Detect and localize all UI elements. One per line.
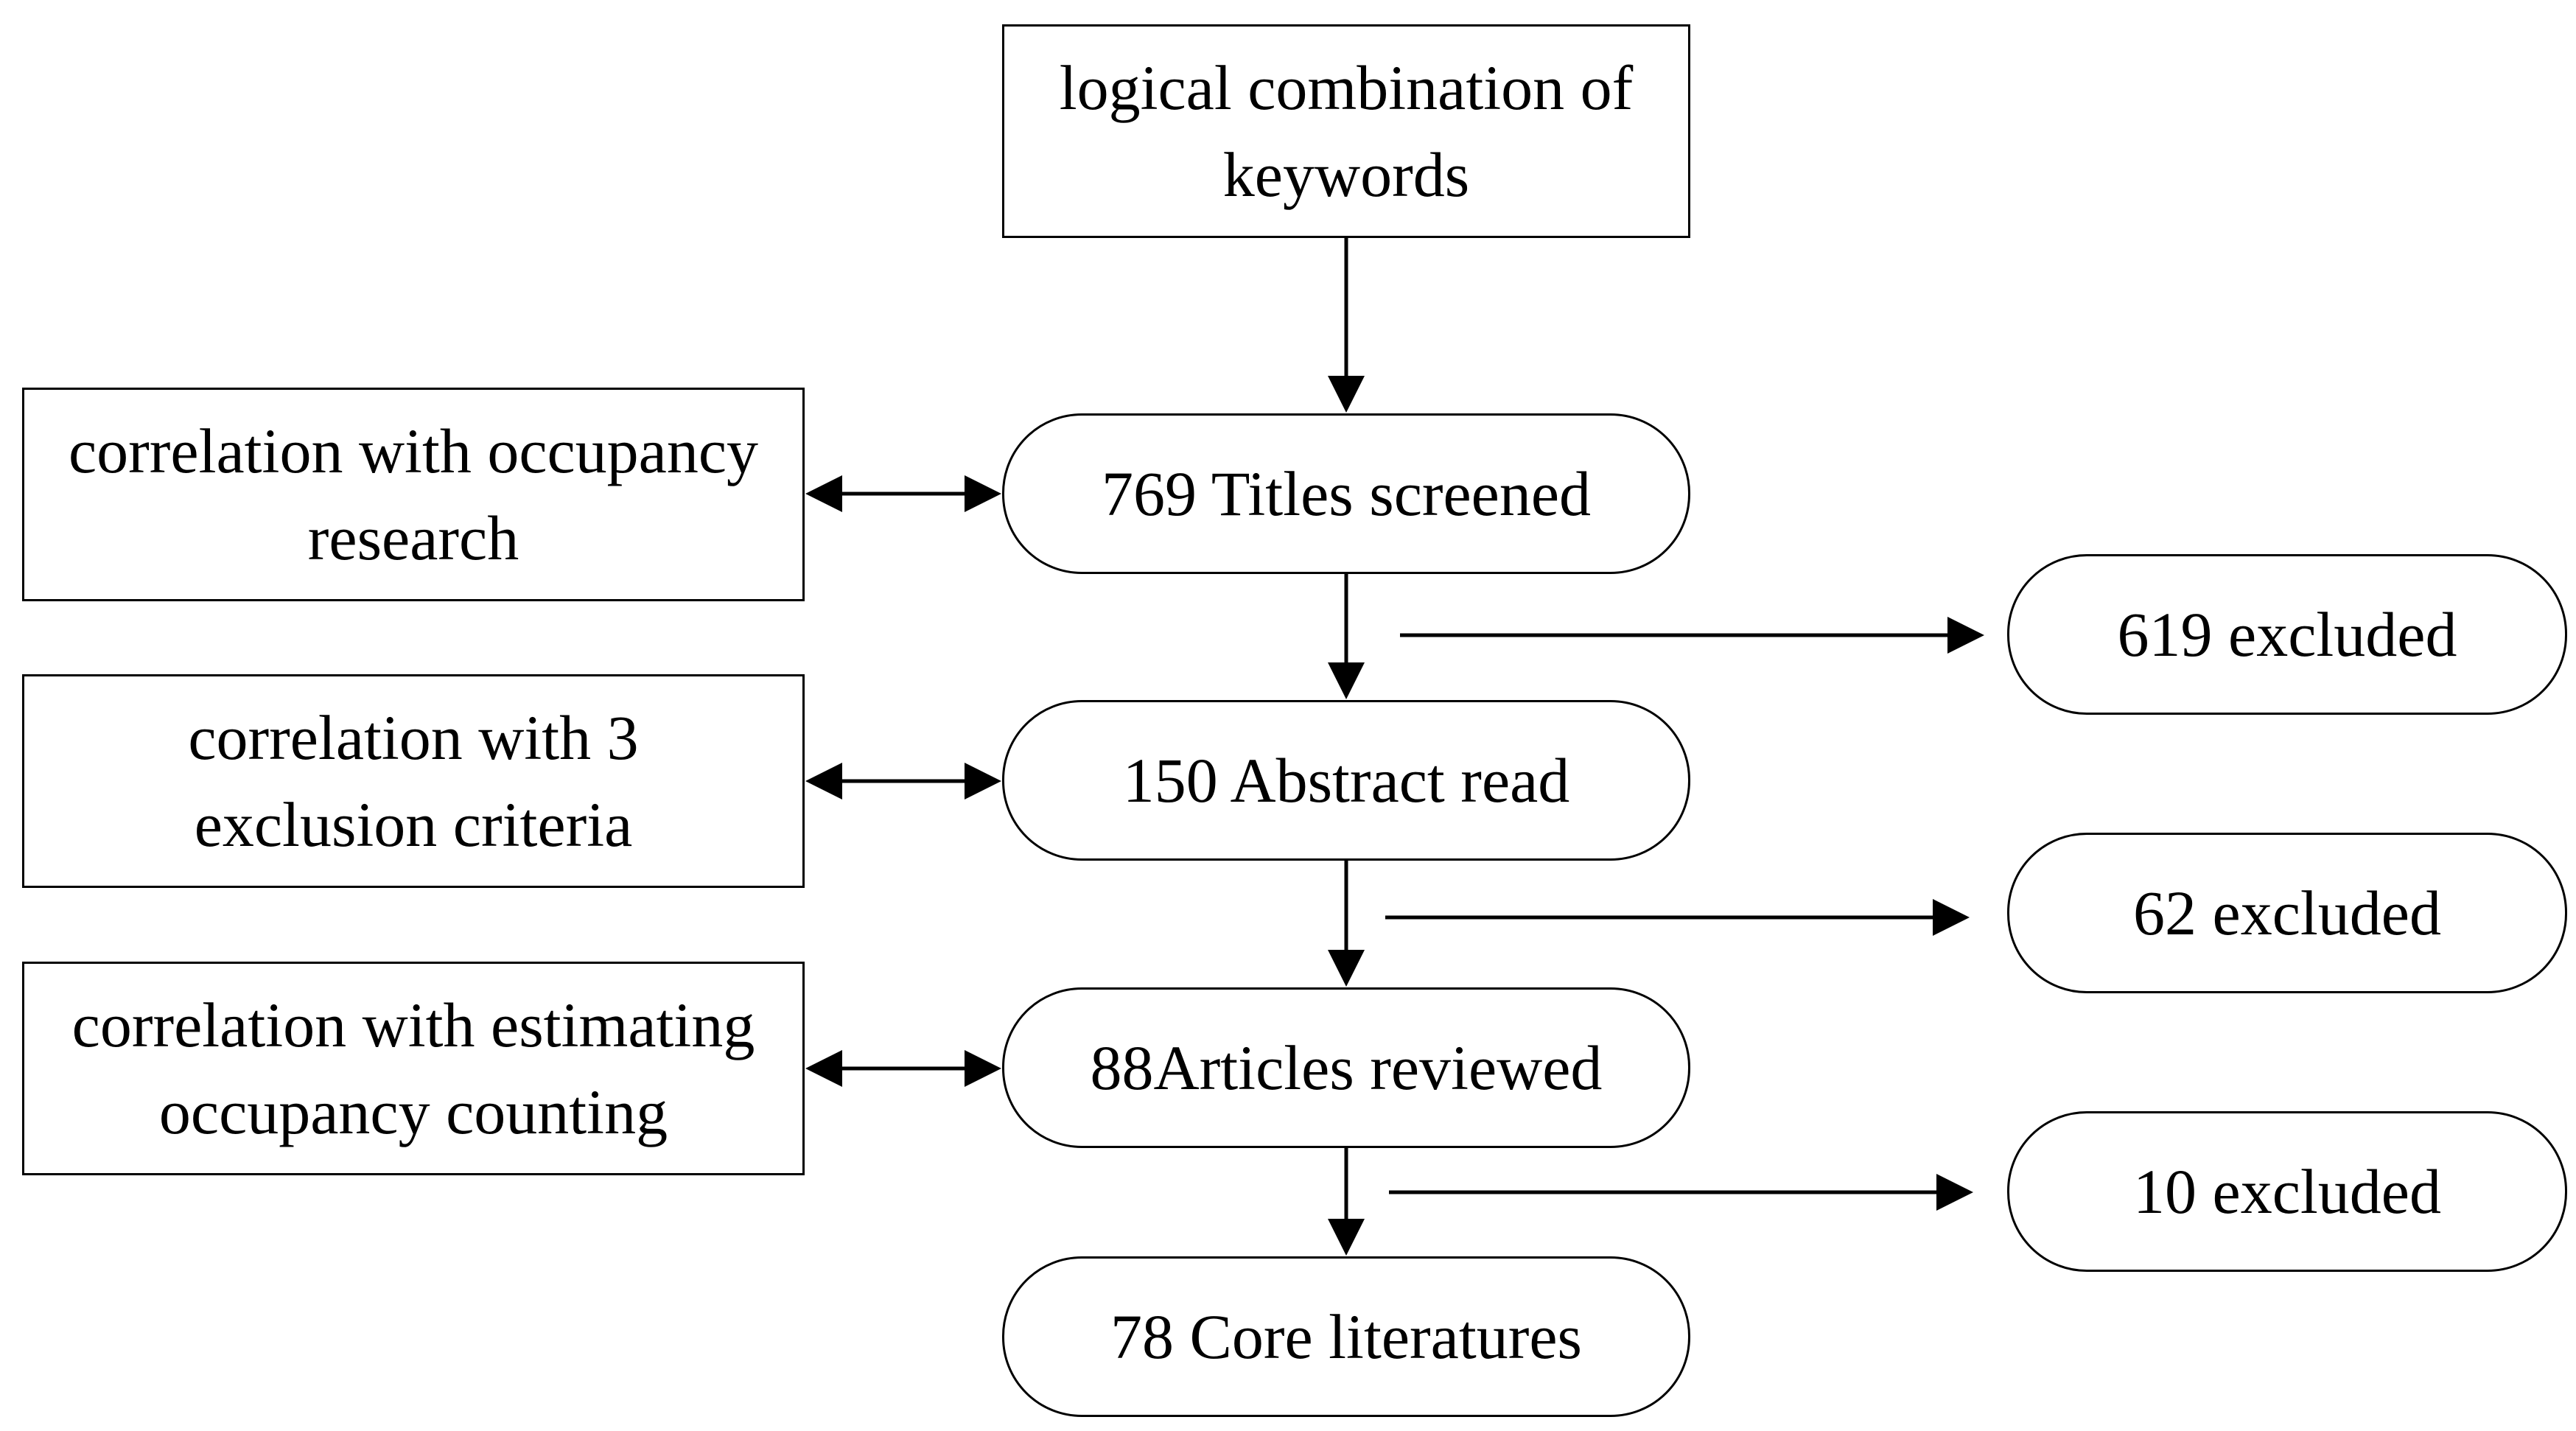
abstract-read-label: 150 Abstract read <box>1122 745 1570 816</box>
keywords-box: logical combination of keywords <box>1002 24 1690 238</box>
abstract-excluded-box: 62 excluded <box>2007 833 2567 993</box>
articles-excluded-label: 10 excluded <box>2133 1156 2441 1227</box>
estimating-counting-criterion-label: correlation with estimating occupancy co… <box>71 990 755 1147</box>
keywords-label: logical combination of keywords <box>1059 52 1634 210</box>
articles-reviewed-label: 88Articles reviewed <box>1090 1032 1603 1103</box>
exclusion-criteria-criterion-box: correlation with 3 exclusion criteria <box>22 674 805 888</box>
core-literatures-box: 78 Core literatures <box>1002 1256 1690 1417</box>
titles-screened-box: 769 Titles screened <box>1002 413 1690 574</box>
articles-reviewed-box: 88Articles reviewed <box>1002 987 1690 1148</box>
articles-excluded-box: 10 excluded <box>2007 1111 2567 1272</box>
exclusion-criteria-criterion-label: correlation with 3 exclusion criteria <box>188 702 639 860</box>
abstract-read-box: 150 Abstract read <box>1002 700 1690 861</box>
titles-excluded-box: 619 excluded <box>2007 554 2567 715</box>
core-literatures-label: 78 Core literatures <box>1110 1301 1582 1372</box>
abstract-excluded-label: 62 excluded <box>2133 878 2441 948</box>
occupancy-research-criterion-box: correlation with occupancy research <box>22 388 805 601</box>
occupancy-research-criterion-label: correlation with occupancy research <box>68 416 759 573</box>
titles-screened-label: 769 Titles screened <box>1101 458 1592 529</box>
titles-excluded-label: 619 excluded <box>2117 599 2457 670</box>
estimating-counting-criterion-box: correlation with estimating occupancy co… <box>22 962 805 1175</box>
